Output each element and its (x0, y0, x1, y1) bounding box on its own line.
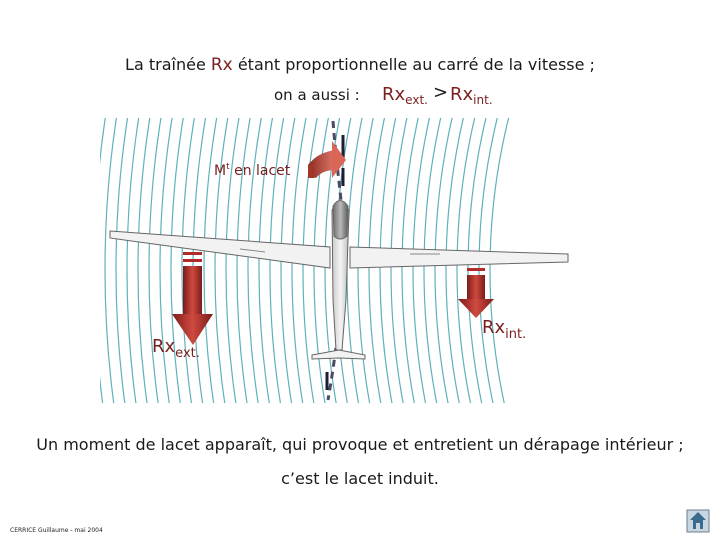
airflow-line (137, 118, 151, 403)
airflow-line (100, 118, 106, 403)
airflow-lines (100, 118, 510, 403)
drag-arrow-icon (172, 252, 213, 345)
title-rx: Rx (210, 55, 233, 75)
airflow-line (100, 118, 116, 403)
rx-int-formula: Rxint. (450, 84, 493, 107)
greater-than-sign: > (433, 82, 449, 103)
airflow-line (148, 118, 162, 403)
airflow-line (390, 118, 408, 403)
airflow-line (170, 118, 184, 403)
airflow-line (100, 118, 105, 403)
glider-icon (109, 200, 569, 360)
moment-arrow-icon (308, 141, 346, 178)
rx-int-label: Rxint. (482, 317, 526, 342)
airflow-line (214, 118, 229, 403)
airflow-line (401, 118, 419, 403)
title-line-1: La traînée Rx étant proportionnelle au c… (0, 55, 720, 75)
airflow-line (324, 118, 341, 403)
title-prefix: La traînée (125, 55, 211, 74)
airflow-line (159, 118, 173, 403)
induced-yaw-diagram: Mt en lacet Rxext. Rxint. (100, 118, 569, 403)
copyright: CERRICE Guillaume - mai 2004 (10, 527, 103, 534)
rx-ext-formula: Rxext. (382, 84, 428, 107)
rx-ext-label: Rxext. (152, 336, 200, 361)
airflow-line (269, 118, 285, 403)
airflow-line (313, 118, 330, 403)
airflow-line (181, 118, 196, 403)
nav-home-icon[interactable] (686, 509, 710, 533)
airflow-line (302, 118, 318, 403)
airflow-line (258, 118, 274, 403)
moment-label: Mt en lacet (214, 162, 291, 179)
caption: Un moment de lacet apparaît, qui provoqu… (0, 428, 720, 496)
airflow-line (280, 118, 296, 403)
airflow-line (291, 118, 307, 403)
title-line2-label: on a aussi : (274, 86, 360, 104)
airflow-line (412, 118, 431, 403)
caption-line-1: Un moment de lacet apparaît, qui provoqu… (36, 435, 684, 454)
drag-arrow-icon (458, 268, 494, 318)
caption-line-2: c’est le lacet induit. (281, 469, 439, 488)
airflow-line (203, 118, 218, 403)
title-suffix: étant proportionnelle au carré de la vit… (232, 55, 595, 74)
